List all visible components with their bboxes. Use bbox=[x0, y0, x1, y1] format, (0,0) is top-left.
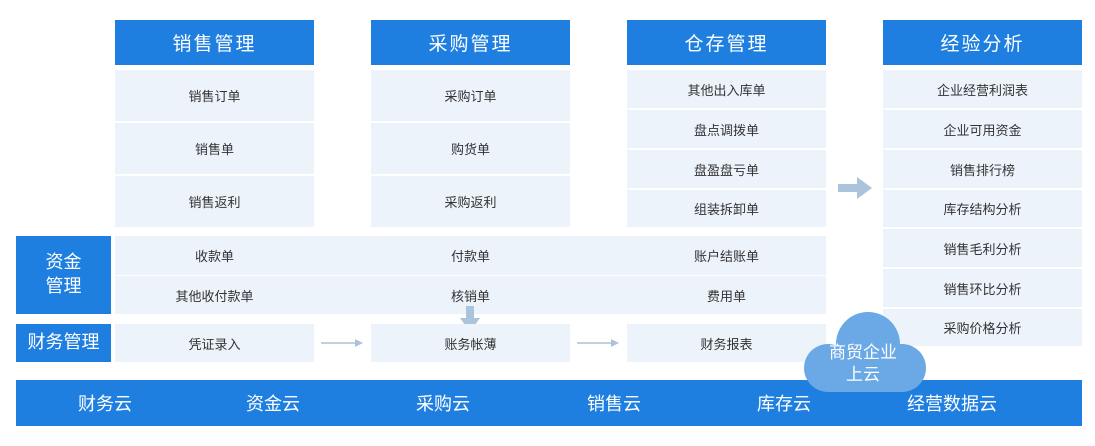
cloud-label-line1: 商贸企业 bbox=[829, 343, 897, 363]
fund-item: 其他收付款单 bbox=[175, 289, 254, 305]
fund-management-label: 资金管理 bbox=[16, 236, 111, 314]
sales-item: 销售返利 bbox=[115, 176, 314, 227]
fund-item: 账户结账单 bbox=[693, 250, 759, 265]
fund-divider bbox=[115, 275, 826, 276]
cloud-label-line2: 上云 bbox=[846, 365, 880, 385]
warehouse-item: 盘盈盘亏单 bbox=[627, 150, 826, 188]
analysis-item: 销售排行榜 bbox=[883, 150, 1082, 188]
bottom-item: 销售云 bbox=[587, 394, 641, 415]
warehouse-management-header: 仓存管理 bbox=[627, 20, 826, 65]
warehouse-item: 其他出入库单 bbox=[627, 70, 826, 108]
bottom-item: 库存云 bbox=[757, 394, 811, 415]
bottom-item: 经营数据云 bbox=[907, 394, 997, 415]
sales-item: 销售单 bbox=[115, 123, 314, 174]
thin-right-arrow-icon bbox=[577, 337, 619, 349]
analysis-item: 企业可用资金 bbox=[883, 110, 1082, 148]
bottom-item: 财务云 bbox=[78, 394, 132, 415]
analysis-header: 经验分析 bbox=[883, 20, 1082, 65]
sales-item: 销售订单 bbox=[115, 70, 314, 121]
fund-item: 付款单 bbox=[450, 250, 490, 265]
purchase-item: 购货单 bbox=[371, 123, 570, 174]
bottom-cloud-bar: 财务云 资金云 采购云 销售云 库存云 经营数据云 bbox=[16, 380, 1082, 426]
right-arrow-icon bbox=[838, 177, 872, 199]
purchase-item: 采购返利 bbox=[371, 176, 570, 227]
cloud-label: 商贸企业 上云 bbox=[808, 342, 918, 388]
fund-item: 核销单 bbox=[450, 289, 490, 305]
analysis-item: 库存结构分析 bbox=[883, 190, 1082, 227]
bottom-item: 资金云 bbox=[246, 394, 300, 415]
fund-item: 收款单 bbox=[194, 250, 234, 265]
warehouse-item: 组装拆卸单 bbox=[627, 190, 826, 227]
finance-item: 凭证录入 bbox=[115, 324, 314, 362]
purchase-item: 采购订单 bbox=[371, 70, 570, 121]
purchase-management-header: 采购管理 bbox=[371, 20, 570, 65]
bottom-item: 采购云 bbox=[416, 394, 470, 415]
finance-item: 账务帐薄 bbox=[371, 324, 570, 362]
analysis-item: 采购价格分析 bbox=[883, 309, 1082, 346]
analysis-item: 企业经营利润表 bbox=[883, 70, 1082, 108]
cloud-icon bbox=[800, 310, 928, 400]
finance-management-label: 财务管理 bbox=[16, 324, 111, 362]
analysis-item: 销售环比分析 bbox=[883, 269, 1082, 307]
finance-item: 财务报表 bbox=[627, 324, 826, 362]
sales-management-header: 销售管理 bbox=[115, 20, 314, 65]
warehouse-item: 盘点调拨单 bbox=[627, 110, 826, 148]
thin-right-arrow-icon bbox=[321, 337, 363, 349]
analysis-item: 销售毛利分析 bbox=[883, 229, 1082, 267]
fund-item: 费用单 bbox=[706, 289, 746, 305]
